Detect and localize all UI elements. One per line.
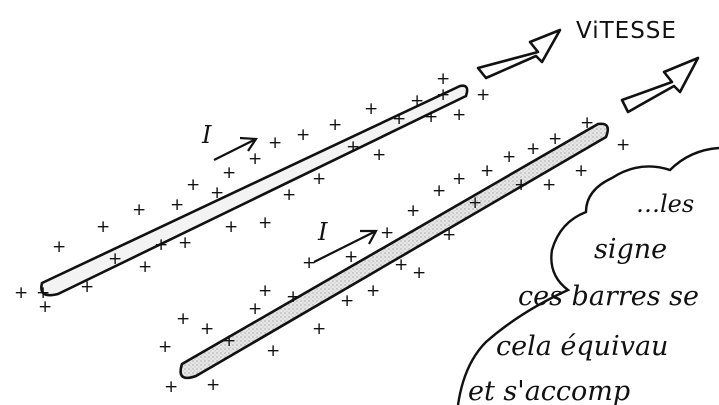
charge-plus: + [222,331,236,351]
charge-plus: + [406,201,420,221]
charge-plus: + [286,287,300,307]
charge-plus: + [282,185,296,205]
charge-plus: + [80,277,94,297]
current-label-lower: I [317,218,328,246]
charge-plus: + [210,183,224,203]
bubble-line-1: …les [636,190,694,218]
charge-plus: + [340,291,354,311]
charge-plus: + [258,213,272,233]
charge-plus: + [574,161,588,181]
charge-plus: + [344,247,358,267]
charge-plus: + [266,341,280,361]
charge-plus: + [96,217,110,237]
charge-plus: + [178,233,192,253]
charge-plus: + [328,115,342,135]
charge-plus: + [312,169,326,189]
charge-plus: + [412,263,426,283]
charge-plus: + [410,91,424,111]
charge-plus: + [392,109,406,129]
charge-plus: + [108,249,122,269]
velocity-arrow-lower [622,58,698,112]
bubble-line-4: cela équivau [496,331,668,362]
bubble-line-3: ces barres se [518,281,699,312]
charge-plus: + [542,175,556,195]
charge-plus: + [432,181,446,201]
charge-plus: + [452,169,466,189]
charge-plus: + [364,99,378,119]
charge-plus: + [176,309,190,329]
charge-plus: + [222,163,236,183]
bubble-line-2: signe [594,234,667,265]
charge-plus: + [206,375,220,395]
charge-plus: + [302,253,316,273]
charge-plus: + [580,113,594,133]
charge-plus: + [616,135,630,155]
charge-plus: + [468,193,482,213]
charge-plus: + [248,299,262,319]
charge-plus: + [366,281,380,301]
charge-plus: + [52,237,66,257]
charge-plus: + [170,195,184,215]
charge-plus: + [442,225,456,245]
charge-plus: + [372,145,386,165]
charge-plus: + [296,125,310,145]
charge-plus: + [436,85,450,105]
charge-plus: + [514,175,528,195]
charge-plus: + [154,235,168,255]
charge-plus: + [346,137,360,157]
charge-plus: + [480,161,494,181]
current-label-upper: I [201,121,212,149]
charge-plus: + [380,223,394,243]
velocity-arrow-upper [478,30,560,78]
charge-plus: + [38,297,52,317]
charge-plus: + [138,257,152,277]
charge-plus: + [158,337,172,357]
speed-label: ViTESSE [576,18,677,44]
charge-plus: + [548,129,562,149]
charge-plus: + [476,85,490,105]
charge-plus: + [424,107,438,127]
charge-plus: + [452,105,466,125]
charge-plus: + [164,377,178,397]
charge-plus: + [200,319,214,339]
charge-plus: + [312,319,326,339]
charge-plus: + [14,283,28,303]
charge-plus: + [224,217,238,237]
charge-plus: + [132,200,146,220]
bubble-line-5: et s'accomp [468,376,630,405]
charge-plus: + [248,149,262,169]
charge-plus: + [186,175,200,195]
charge-plus: + [268,133,282,153]
charge-plus: + [258,281,272,301]
charge-plus: + [394,255,408,275]
charge-plus: + [526,139,540,159]
charge-plus: + [502,147,516,167]
